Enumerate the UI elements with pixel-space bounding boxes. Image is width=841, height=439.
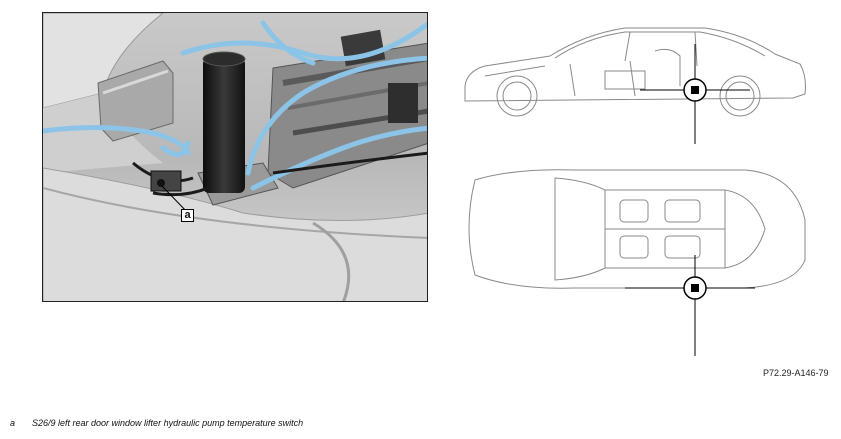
caption: a S26/9 left rear door window lifter hyd… (10, 418, 303, 428)
hydraulic-hoses (43, 20, 427, 191)
component-photo-drawing (43, 13, 427, 301)
vehicle-top-view-diagram (468, 169, 806, 356)
pump-cylinder (203, 58, 245, 193)
location-marker-top (625, 255, 755, 356)
figure-code: P72.29-A146-79 (763, 368, 829, 378)
caption-text: S26/9 left rear door window lifter hydra… (32, 418, 304, 428)
callout-label-a: a (181, 209, 194, 222)
vehicle-side-view-diagram (464, 27, 806, 144)
location-marker-side (640, 44, 750, 144)
caption-letter: a (10, 418, 16, 428)
component-photo (42, 12, 428, 302)
